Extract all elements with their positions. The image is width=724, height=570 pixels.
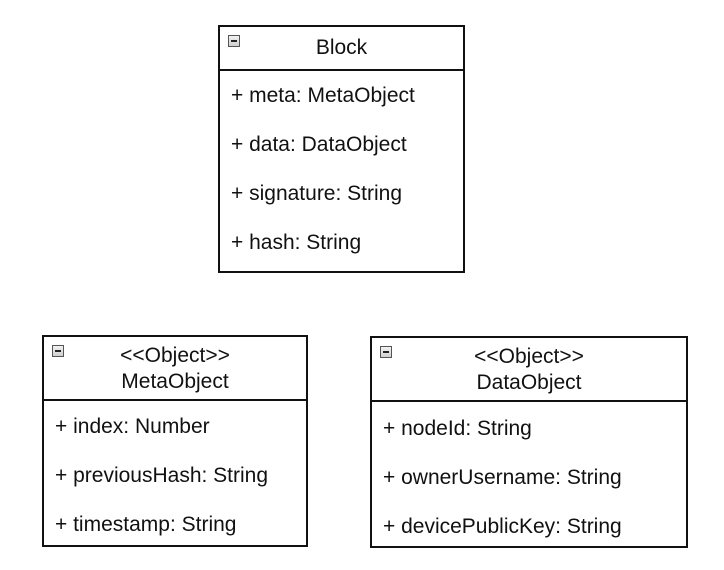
dataobject-stereotype: <<Object>> — [474, 345, 584, 368]
collapse-minus-icon[interactable] — [228, 35, 240, 47]
dataobject-class-header: <<Object>> DataObject — [372, 338, 686, 402]
block-attribute-meta: + meta: MetaObject — [231, 84, 415, 107]
metaobject-class-box[interactable]: <<Object>> MetaObject + index: Number + … — [42, 335, 308, 547]
dataobject-attribute-device-public-key: + devicePublicKey: String — [383, 515, 622, 538]
collapse-minus-icon[interactable] — [52, 345, 64, 357]
dataobject-attribute-list: + nodeId: String + ownerUsername: String… — [372, 402, 686, 549]
dataobject-attribute-owner-username: + ownerUsername: String — [383, 466, 622, 489]
metaobject-attribute-timestamp: + timestamp: String — [55, 513, 237, 536]
metaobject-class-name: MetaObject — [121, 370, 229, 393]
block-attribute-signature: + signature: String — [231, 182, 403, 205]
block-class-header: Block — [220, 27, 463, 71]
metaobject-attribute-list: + index: Number + previousHash: String +… — [44, 401, 306, 548]
dataobject-attribute-node-id: + nodeId: String — [383, 417, 532, 440]
dataobject-class-box[interactable]: <<Object>> DataObject + nodeId: String +… — [370, 336, 688, 548]
block-attribute-hash: + hash: String — [231, 231, 362, 254]
block-class-box[interactable]: Block + meta: MetaObject + data: DataObj… — [218, 25, 465, 273]
block-attribute-list: + meta: MetaObject + data: DataObject + … — [220, 71, 463, 267]
metaobject-stereotype: <<Object>> — [120, 344, 230, 367]
dataobject-class-name: DataObject — [476, 371, 582, 394]
collapse-minus-icon[interactable] — [380, 346, 392, 358]
metaobject-class-header: <<Object>> MetaObject — [44, 337, 306, 401]
metaobject-attribute-previous-hash: + previousHash: String — [55, 464, 269, 487]
metaobject-attribute-index: + index: Number — [55, 415, 210, 438]
block-attribute-data: + data: DataObject — [231, 133, 407, 156]
block-class-name: Block — [315, 36, 368, 59]
